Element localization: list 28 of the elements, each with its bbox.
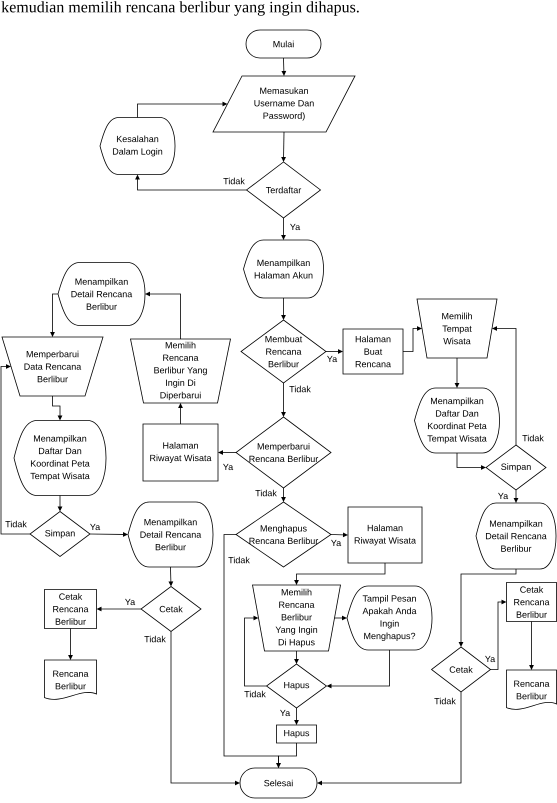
edge-label: Ya bbox=[124, 598, 136, 606]
edge-label: Tidak bbox=[521, 434, 545, 442]
edge-label: Tidak bbox=[222, 176, 246, 186]
process-box: Cetak Rencana Berlibur bbox=[44, 589, 97, 629]
body-text: kemudian memilih rencana berlibur yang ingin dihapus. bbox=[2, 1, 359, 16]
edge-label: Ya bbox=[222, 463, 234, 471]
manual-operation-trapezoid: Memilih Tempat Wisata bbox=[416, 298, 498, 358]
arrow bbox=[0, 364, 30, 534]
edge-label: Ya bbox=[497, 492, 509, 500]
process-box: Hapus bbox=[276, 724, 317, 744]
edge-label: Tidak bbox=[288, 384, 312, 394]
manual-operation-trapezoid: Memilih Rencana Berlibur Yang Ingin Di Diperbarui bbox=[130, 338, 231, 404]
edge-label: Ya bbox=[330, 539, 342, 547]
edge-label: Ya bbox=[289, 223, 301, 231]
process-box: Halaman Buat Rencana bbox=[342, 328, 404, 374]
process-box: Halaman Riwayat Wisata bbox=[142, 424, 218, 482]
edge-label: Ya bbox=[89, 523, 101, 531]
manual-operation-trapezoid: Memilih Rencana Berlibur Yang Ingin Di Hapus bbox=[252, 584, 341, 652]
edge-label: Tidak bbox=[243, 690, 267, 698]
process-box: Halaman Riwayat Wisata bbox=[348, 506, 422, 564]
process-box: Cetak Rencana Berlibur bbox=[506, 582, 557, 622]
edge-label: Tidak bbox=[433, 696, 457, 706]
edge-label: Tidak bbox=[254, 488, 278, 498]
edge-label: Tidak bbox=[4, 520, 28, 528]
edge-label: Ya bbox=[326, 355, 338, 363]
edge-label: Ya bbox=[279, 709, 291, 717]
arrow bbox=[244, 616, 267, 686]
edge-label: Tidak bbox=[143, 634, 167, 644]
